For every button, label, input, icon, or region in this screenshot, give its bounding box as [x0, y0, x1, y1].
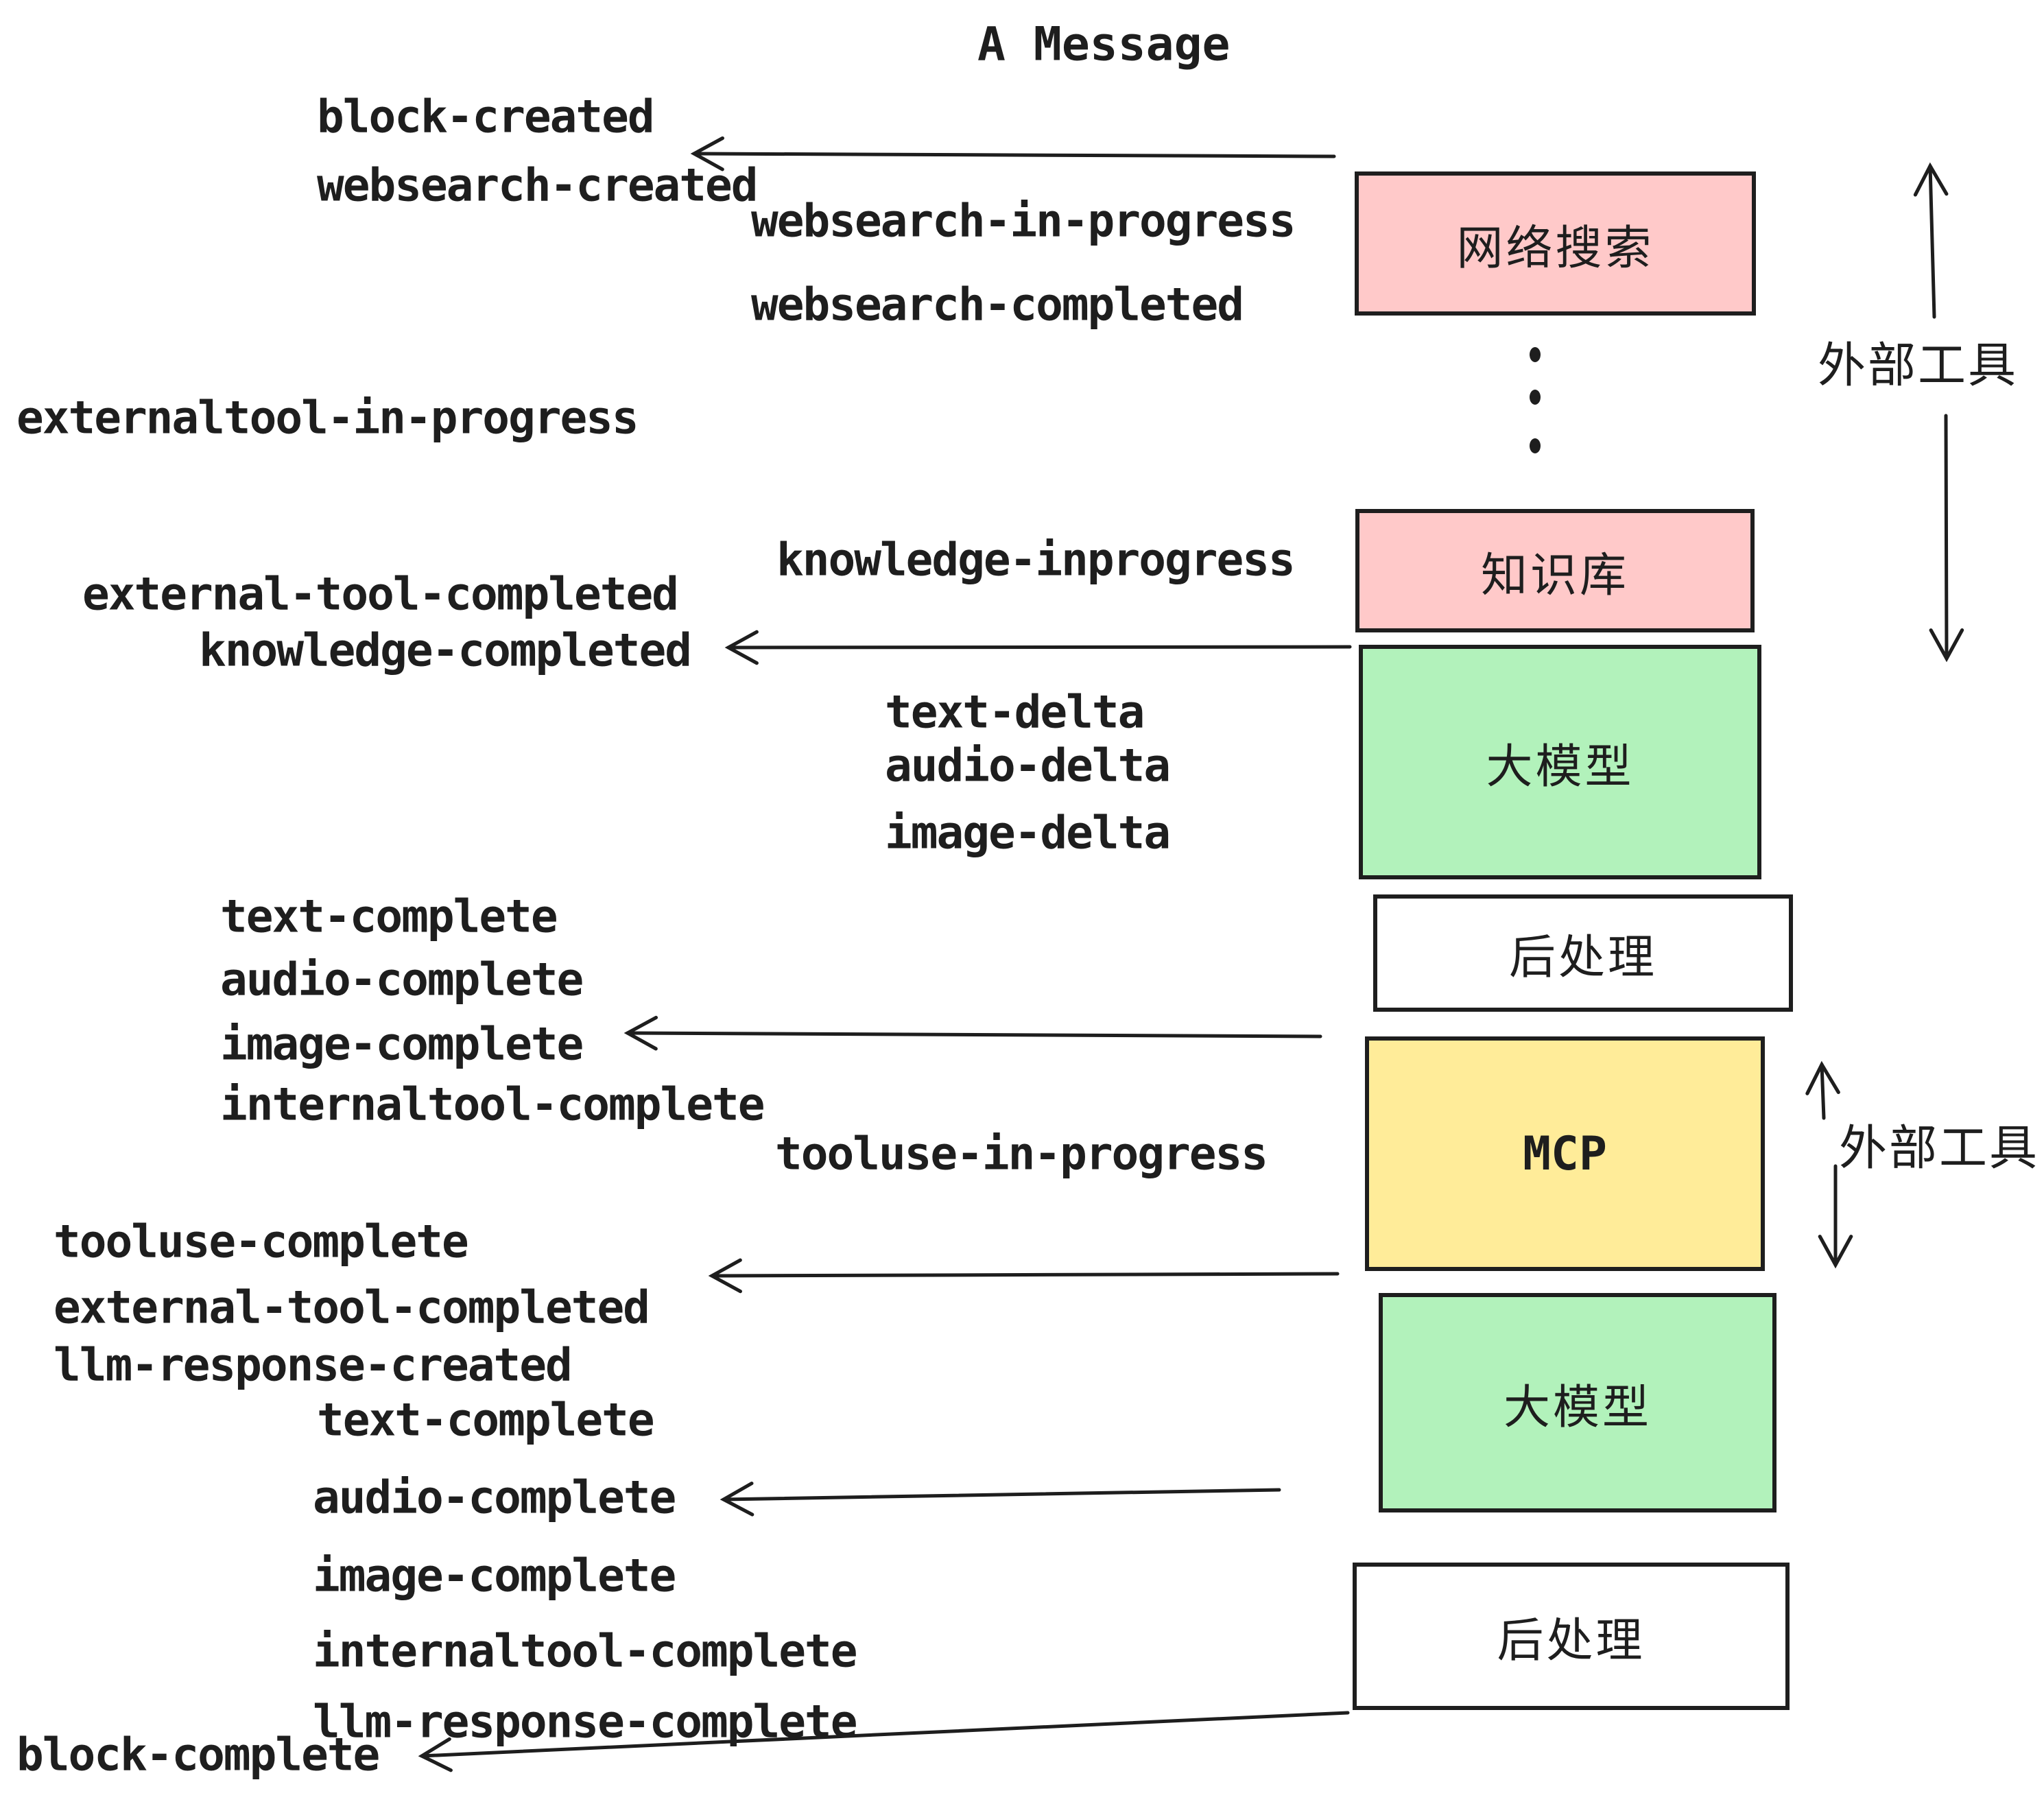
- box-postprocess-2: 后处理: [1353, 1563, 1790, 1710]
- label-audio-delta-1: audio-delta: [885, 739, 1171, 792]
- label-internaltool-complete-2: internaltool-complete: [313, 1624, 857, 1678]
- arrow-to-knowledge-completed: [724, 630, 1352, 665]
- label-tooluse-complete: tooluse-complete: [54, 1215, 469, 1268]
- annotation-external-tools-2: 外部工具: [1839, 1121, 2039, 1175]
- ellipsis-dot: [1530, 347, 1541, 362]
- box-llm-1: 大模型: [1359, 645, 1761, 879]
- label-external-tool-completed-1: external-tool-completed: [82, 567, 679, 621]
- label-tooluse-in-progress: tooluse-in-progress: [775, 1127, 1268, 1180]
- box-llm-2: 大模型: [1379, 1293, 1776, 1512]
- label-block-complete: block-complete: [16, 1728, 380, 1781]
- label-external-tool-completed-2: external-tool-completed: [54, 1281, 650, 1334]
- label-llm-response-complete: llm-response-complete: [313, 1695, 857, 1748]
- label-image-delta-1: image-delta: [885, 806, 1171, 859]
- label-internaltool-complete-1: internaltool-complete: [220, 1078, 765, 1131]
- box-mcp: MCP: [1365, 1036, 1765, 1271]
- arrow-to-tooluse-complete: [708, 1258, 1340, 1294]
- box-knowledge-label: 知识库: [1480, 549, 1629, 602]
- label-text-complete-2: text-complete: [317, 1393, 655, 1447]
- ellipsis-dot: [1530, 390, 1541, 405]
- box-llm-1-label: 大模型: [1486, 740, 1635, 793]
- label-knowledge-inprogress: knowledge-inprogress: [776, 533, 1296, 586]
- label-text-delta-1: text-delta: [885, 685, 1145, 739]
- external-tools-1-up-arrow: [1913, 162, 1949, 319]
- label-image-complete-2: image-complete: [313, 1549, 676, 1602]
- arrow-to-block-created: [690, 136, 1336, 171]
- label-llm-response-created: llm-response-created: [54, 1338, 573, 1392]
- label-externaltool-in-progress: externaltool-in-progress: [16, 391, 639, 444]
- page-title: A Message: [977, 17, 1231, 72]
- box-websearch: 网络搜索: [1355, 171, 1756, 316]
- ellipsis-dot: [1530, 438, 1541, 453]
- label-websearch-completed: websearch-completed: [751, 278, 1244, 331]
- box-postprocess-2-label: 后处理: [1497, 1615, 1645, 1667]
- label-websearch-created: websearch-created: [317, 158, 759, 212]
- arrow-to-image-complete: [623, 1015, 1322, 1051]
- label-knowledge-completed: knowledge-completed: [199, 624, 692, 677]
- box-websearch-label: 网络搜索: [1456, 222, 1654, 274]
- arrow-to-audio-complete: [720, 1481, 1281, 1517]
- box-mcp-label: MCP: [1523, 1126, 1607, 1181]
- box-llm-2-label: 大模型: [1503, 1381, 1652, 1434]
- label-audio-complete-2: audio-complete: [313, 1471, 676, 1524]
- box-knowledge: 知识库: [1355, 509, 1755, 632]
- label-audio-complete-1: audio-complete: [220, 953, 584, 1006]
- label-block-created: block-created: [317, 90, 655, 143]
- label-websearch-in-progress: websearch-in-progress: [751, 194, 1296, 248]
- box-postprocess-1-label: 后处理: [1508, 931, 1657, 984]
- label-text-complete-1: text-complete: [220, 890, 558, 943]
- label-image-complete-1: image-complete: [220, 1017, 584, 1071]
- external-tools-1-down-arrow: [1929, 414, 1964, 663]
- external-tools-2-up-arrow: [1805, 1060, 1840, 1120]
- annotation-external-tools-1: 外部工具: [1818, 338, 2018, 392]
- box-postprocess-1: 后处理: [1373, 894, 1793, 1012]
